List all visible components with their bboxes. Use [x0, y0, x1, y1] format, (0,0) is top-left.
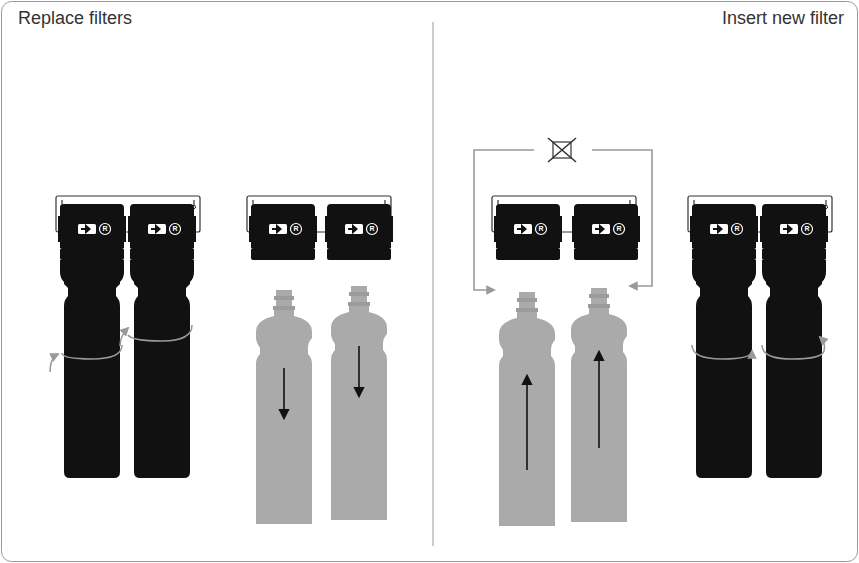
registered-mark: R — [367, 224, 377, 234]
registered-mark: R — [732, 224, 742, 234]
registered-mark: R — [802, 224, 812, 234]
panel-heading: Insert new filter — [722, 8, 844, 29]
registered-mark: R — [100, 224, 110, 234]
registered-mark: R — [614, 224, 624, 234]
registered-mark: R — [170, 224, 180, 234]
panel-heading: Replace filters — [18, 8, 132, 29]
registered-mark: R — [536, 224, 546, 234]
registered-mark: R — [291, 224, 301, 234]
